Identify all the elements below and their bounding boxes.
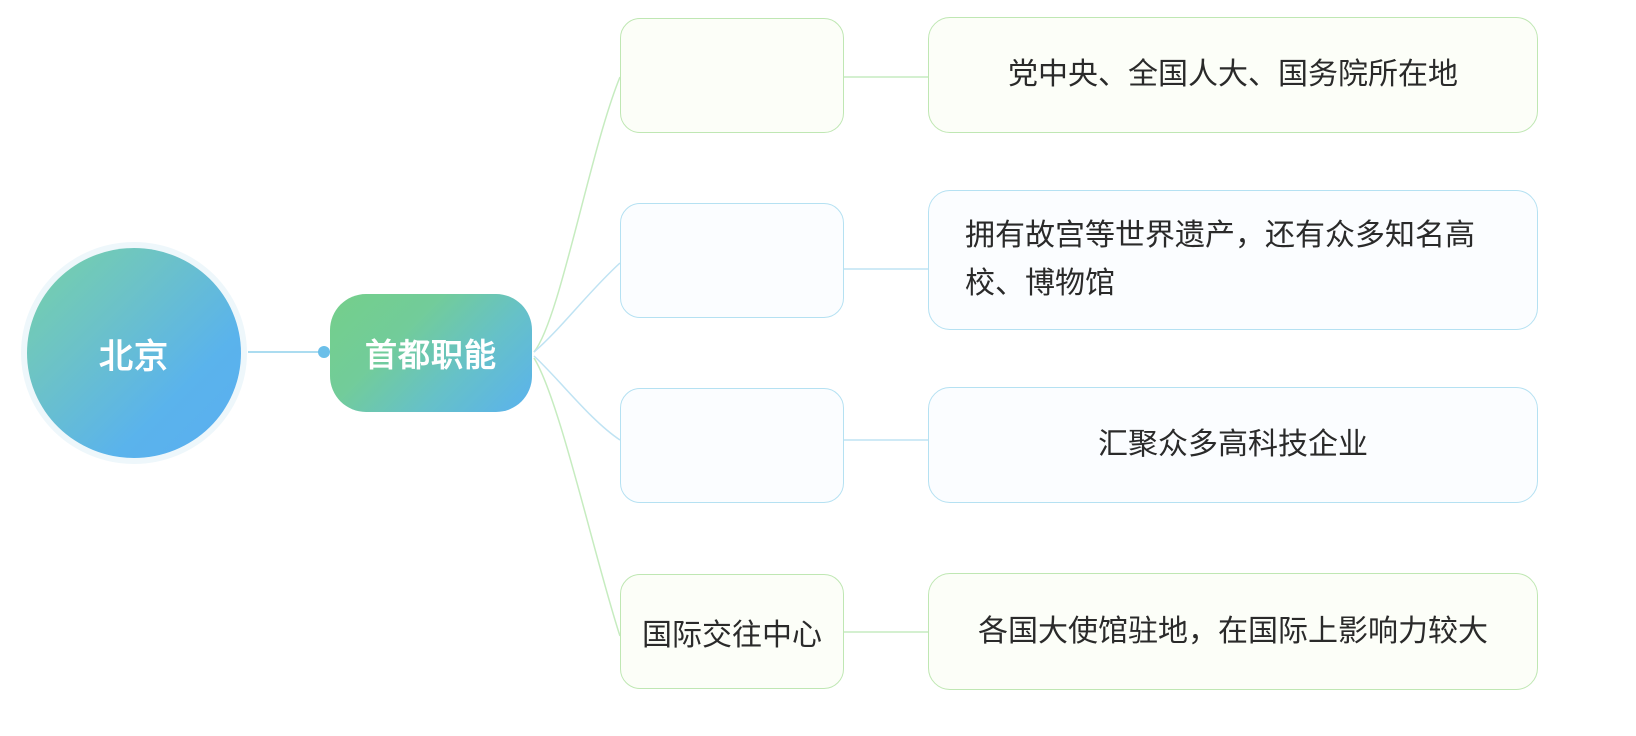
- branch-connector-3: [533, 355, 621, 441]
- description-box-3: 汇聚众多高科技企业: [928, 387, 1538, 503]
- hub-label: 首都职能: [364, 336, 497, 374]
- description-text-1: 党中央、全国人大、国务院所在地: [1008, 57, 1458, 92]
- description-text-4: 各国大使馆驻地，在国际上影响力较大: [978, 613, 1488, 649]
- category-box-4: 国际交往中心: [620, 574, 844, 689]
- category-label-4: 国际交往中心: [642, 617, 822, 653]
- category-box-2: [620, 203, 844, 318]
- description-box-1: 党中央、全国人大、国务院所在地: [928, 17, 1538, 133]
- description-box-4: 各国大使馆驻地，在国际上影响力较大: [928, 573, 1538, 690]
- branch-connector-4: [533, 357, 621, 637]
- description-text-2: 拥有故宫等世界遗产，还有众多知名高校、博物馆: [965, 218, 1475, 301]
- description-box-2: 拥有故宫等世界遗产，还有众多知名高校、博物馆: [928, 190, 1538, 330]
- description-text-3: 汇聚众多高科技企业: [1098, 427, 1368, 462]
- hub-node: 首都职能: [330, 294, 532, 412]
- category-box-3: [620, 388, 844, 503]
- branch-connector-1: [533, 76, 621, 353]
- category-box-1: [620, 18, 844, 133]
- root-label: 北京: [99, 336, 169, 377]
- branch-connector-2: [533, 262, 621, 353]
- root-node: 北京: [27, 248, 241, 458]
- hub-connector-dot: [318, 346, 330, 358]
